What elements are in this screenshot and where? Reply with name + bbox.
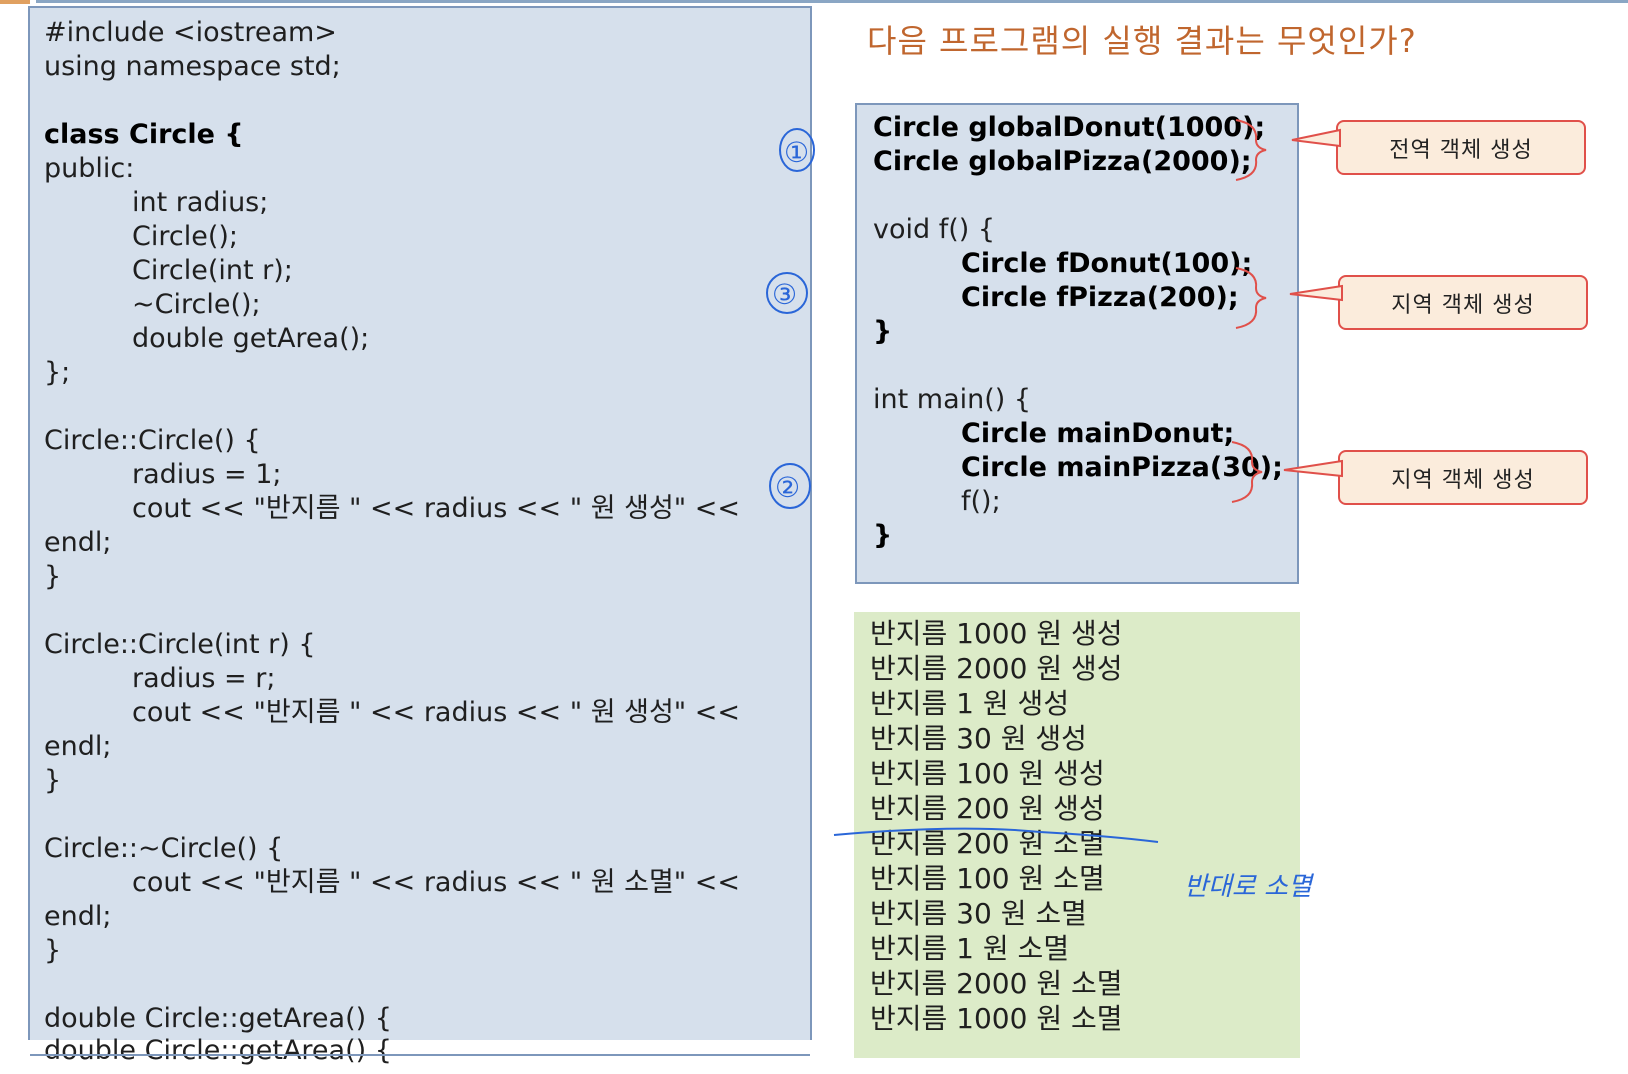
output-line: 반지름 100 원 소멸 (870, 862, 1105, 895)
question-title: 다음 프로그램의 실행 결과는 무엇인가? (867, 22, 1417, 60)
code-line: ~Circle(); (132, 289, 261, 320)
main-code-line: Circle fDonut(100); (961, 248, 1253, 279)
code-line: endl; (44, 731, 112, 762)
code-line: Circle::Circle() { (44, 425, 261, 456)
output-line: 반지름 200 원 생성 (870, 792, 1105, 825)
code-line: } (44, 765, 62, 796)
main-code-line: Circle mainDonut; (961, 418, 1235, 449)
callout-pointer-global (1291, 128, 1341, 148)
main-code-line: } (873, 316, 893, 347)
top-rule (36, 0, 1628, 3)
code-line: } (44, 561, 62, 592)
cut-line (30, 1054, 810, 1056)
main-code-line: Circle mainPizza(30); (961, 452, 1283, 483)
main-code-line: Circle globalPizza(2000); (873, 146, 1252, 177)
code-line: } (44, 935, 62, 966)
corner-mark (0, 0, 30, 4)
code-line: }; (44, 357, 71, 388)
code-line: #include <iostream> (44, 17, 337, 48)
output-line: 반지름 2000 원 생성 (870, 652, 1123, 685)
main-code-line: Circle globalDonut(1000); (873, 112, 1266, 143)
code-line: radius = r; (132, 663, 276, 694)
code-line: double getArea(); (132, 323, 370, 354)
code-line: endl; (44, 527, 112, 558)
code-panel: #include <iostream> using namespace std;… (28, 6, 812, 1056)
output-line: 반지름 1000 원 소멸 (870, 1002, 1123, 1035)
output-line: 반지름 2000 원 소멸 (870, 967, 1123, 1000)
code-line: Circle::Circle(int r) { (44, 629, 316, 660)
code-line: Circle(); (132, 221, 238, 252)
code-line: cout << "반지름 " << radius << " 원 소멸" << (132, 867, 741, 898)
main-code-line: f(); (961, 486, 1001, 517)
code-line: Circle::~Circle() { (44, 833, 284, 864)
output-line: 반지름 1 원 생성 (870, 687, 1070, 720)
output-line: 반지름 30 원 소멸 (870, 897, 1087, 930)
output-line: 반지름 200 원 소멸 (870, 827, 1105, 860)
callout-local-objects-f: 지역 객체 생성 (1338, 275, 1588, 330)
code-line: cout << "반지름 " << radius << " 원 생성" << (132, 493, 741, 524)
output-line: 반지름 30 원 생성 (870, 722, 1087, 755)
main-code-line: } (873, 520, 893, 551)
code-line: int radius; (132, 187, 269, 218)
code-line: cout << "반지름 " << radius << " 원 생성" << (132, 697, 741, 728)
handwritten-note: 반대로 소멸 (1184, 872, 1312, 902)
main-code-line: void f() { (873, 214, 996, 245)
callout-local-objects-main: 지역 객체 생성 (1338, 450, 1588, 505)
code-line: class Circle { (44, 119, 244, 150)
code-line: public: (44, 153, 135, 184)
output-line: 반지름 100 원 생성 (870, 757, 1105, 790)
code-line: using namespace std; (44, 51, 341, 82)
code-line-cut: double Circle::getArea() { (44, 1035, 392, 1066)
output-panel: 반지름 1000 원 생성 반지름 2000 원 생성 반지름 1 원 생성 반… (854, 612, 1300, 1058)
code-line: radius = 1; (132, 459, 282, 490)
callout-global-objects: 전역 객체 생성 (1336, 120, 1586, 175)
output-line: 반지름 1 원 소멸 (870, 932, 1070, 965)
code-line: endl; (44, 901, 112, 932)
page-bottom-clip (0, 1040, 812, 1074)
code-line: Circle(int r); (132, 255, 293, 286)
output-line: 반지름 1000 원 생성 (870, 617, 1123, 650)
main-code-line: int main() { (873, 384, 1032, 415)
main-code-panel: Circle globalDonut(1000); Circle globalP… (855, 103, 1299, 584)
code-line: double Circle::getArea() { (44, 1003, 392, 1034)
main-code-line: Circle fPizza(200); (961, 282, 1239, 313)
